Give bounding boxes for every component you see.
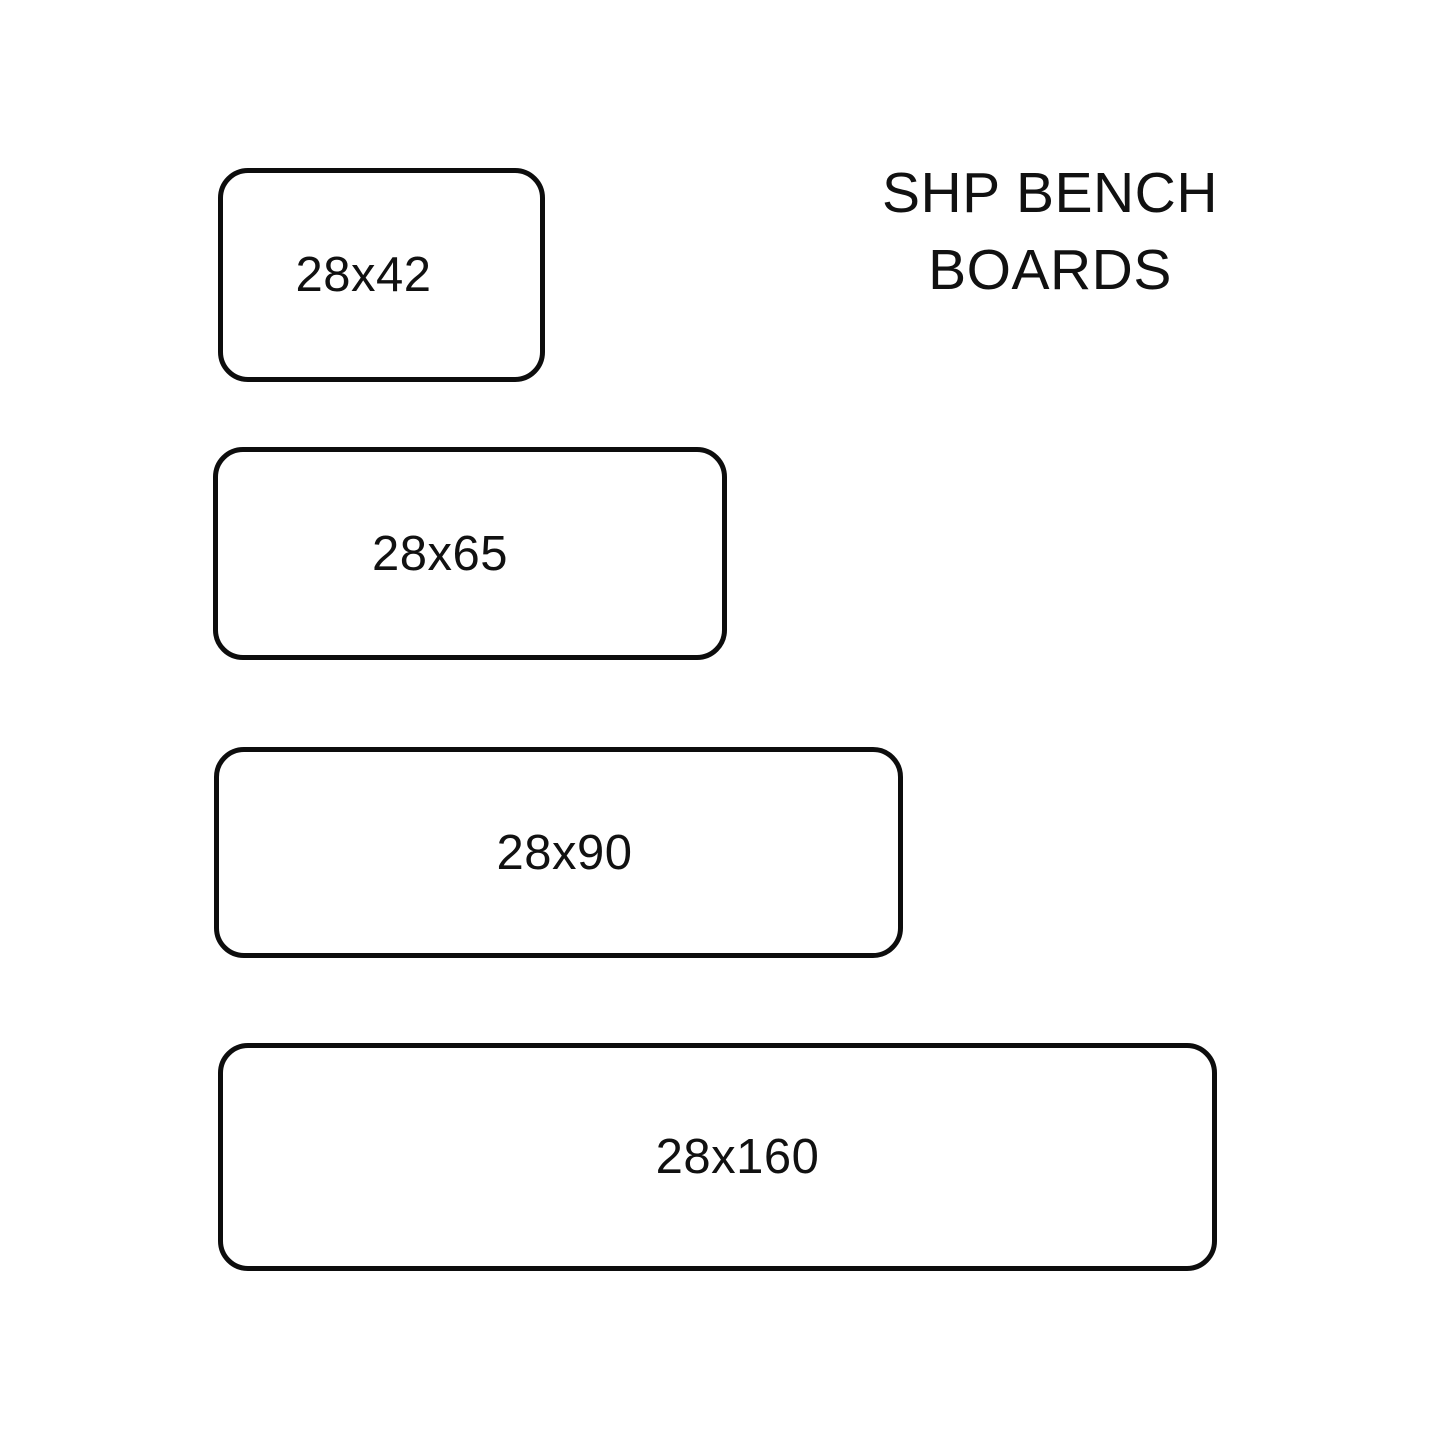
board-label-28x90: 28x90 [496,825,633,880]
board-28x90: 28x90 [214,747,903,958]
board-28x42: 28x42 [218,168,545,382]
board-label-28x160: 28x160 [655,1130,820,1184]
board-label-28x42: 28x42 [295,248,432,302]
diagram-title: SHP BENCH BOARDS [860,155,1240,309]
board-28x160: 28x160 [218,1043,1217,1271]
board-label-28x65: 28x65 [371,526,508,581]
board-28x65: 28x65 [213,447,727,660]
title-line-2: BOARDS [928,238,1172,302]
title-line-1: SHP BENCH [881,161,1219,225]
